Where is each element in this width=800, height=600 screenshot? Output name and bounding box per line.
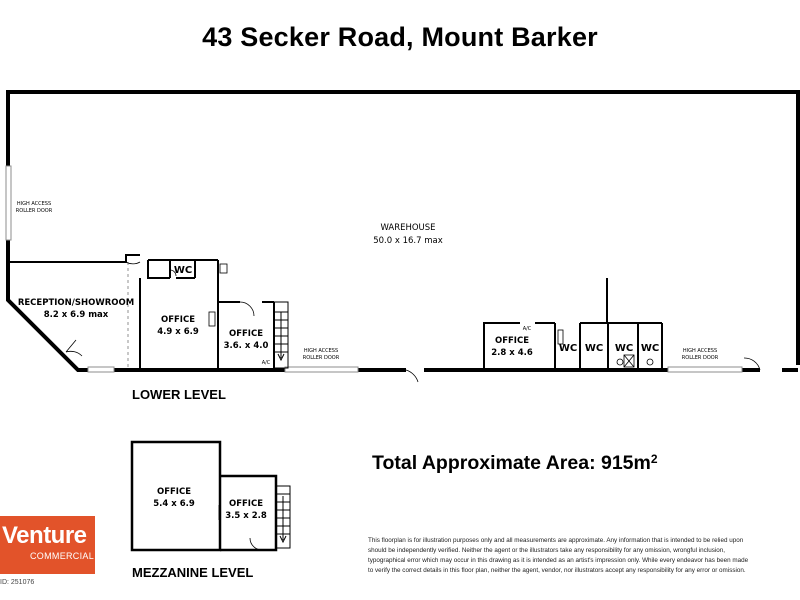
- office-c-size: 2.8 x 4.6: [491, 348, 533, 358]
- reception-size: 8.2 x 6.9 max: [44, 310, 109, 320]
- roller-door-right-label-2: ROLLER DOOR: [682, 355, 719, 361]
- office-a-name: OFFICE: [161, 315, 195, 325]
- disclaimer-line-4: to verify the correct details in this fl…: [368, 567, 746, 574]
- venture-logo: Venture COMMERCIAL: [0, 516, 95, 574]
- logo-sub: COMMERCIAL: [30, 551, 95, 561]
- mezzanine-level-label: MEZZANINE LEVEL: [132, 565, 253, 580]
- amenities-walls: [483, 278, 663, 370]
- bottom-wall-windows: [87, 366, 743, 373]
- roller-door-left-label-1: HIGH ACCESS: [17, 201, 51, 207]
- ac-label-b: A/C: [262, 360, 271, 366]
- wc-2: WC: [585, 343, 603, 354]
- wc-3: WC: [615, 343, 633, 354]
- wc-lower-left: WC: [174, 265, 192, 276]
- warehouse-size: 50.0 x 16.7 max: [373, 236, 443, 246]
- wc-1: WC: [559, 343, 577, 354]
- disclaimer: This floorplan is for illustration purpo…: [368, 536, 800, 576]
- disclaimer-line-1: This floorplan is for illustration purpo…: [368, 537, 744, 544]
- disclaimer-line-3: typographical error which may occur in t…: [368, 557, 749, 564]
- wc-fixtures: [557, 329, 654, 368]
- mezz-office-a-size: 5.4 x 6.9: [153, 499, 195, 509]
- mezz-office-b-size: 3.5 x 2.8: [225, 511, 267, 521]
- ac-label-c: A/C: [523, 326, 532, 332]
- office-c-name: OFFICE: [495, 336, 529, 346]
- roller-door-mid-label-1: HIGH ACCESS: [304, 348, 338, 354]
- total-area-sup: 2: [650, 452, 658, 466]
- mezz-office-a-name: OFFICE: [157, 487, 191, 497]
- stairs-mezzanine: [275, 485, 291, 549]
- total-area: Total Approximate Area: 915m2: [372, 452, 658, 475]
- mezzanine-walls: [130, 440, 278, 552]
- listing-ref: ID: 251076: [0, 579, 35, 586]
- page-title: 43 Secker Road, Mount Barker: [202, 22, 598, 52]
- mezzanine-door-swings: [218, 505, 263, 551]
- wc-4: WC: [641, 343, 659, 354]
- office-b-size: 3.6. x 4.0: [224, 341, 269, 351]
- total-area-text: Total Approximate Area: 915m: [372, 452, 651, 474]
- roller-door-mid-label-2: ROLLER DOOR: [303, 355, 340, 361]
- door-swings: [65, 261, 761, 383]
- roller-door-left-label-2: ROLLER DOOR: [16, 208, 53, 214]
- logo-brand: Venture: [2, 522, 87, 549]
- roller-door-right-label-1: HIGH ACCESS: [683, 348, 717, 354]
- warehouse-name: WAREHOUSE: [380, 223, 435, 233]
- mezz-office-b-name: OFFICE: [229, 499, 263, 509]
- office-a-size: 4.9 x 6.9: [157, 327, 199, 337]
- office-b-name: OFFICE: [229, 329, 263, 339]
- fixtures: [208, 263, 228, 327]
- stairs-lower: [273, 301, 289, 369]
- reception-name: RECEPTION/SHOWROOM: [18, 298, 134, 308]
- roller-door-left: [5, 165, 12, 241]
- lower-level-label: LOWER LEVEL: [132, 387, 226, 402]
- disclaimer-line-2: should be independently verified. Neithe…: [368, 547, 726, 554]
- interior-walls: [8, 254, 275, 370]
